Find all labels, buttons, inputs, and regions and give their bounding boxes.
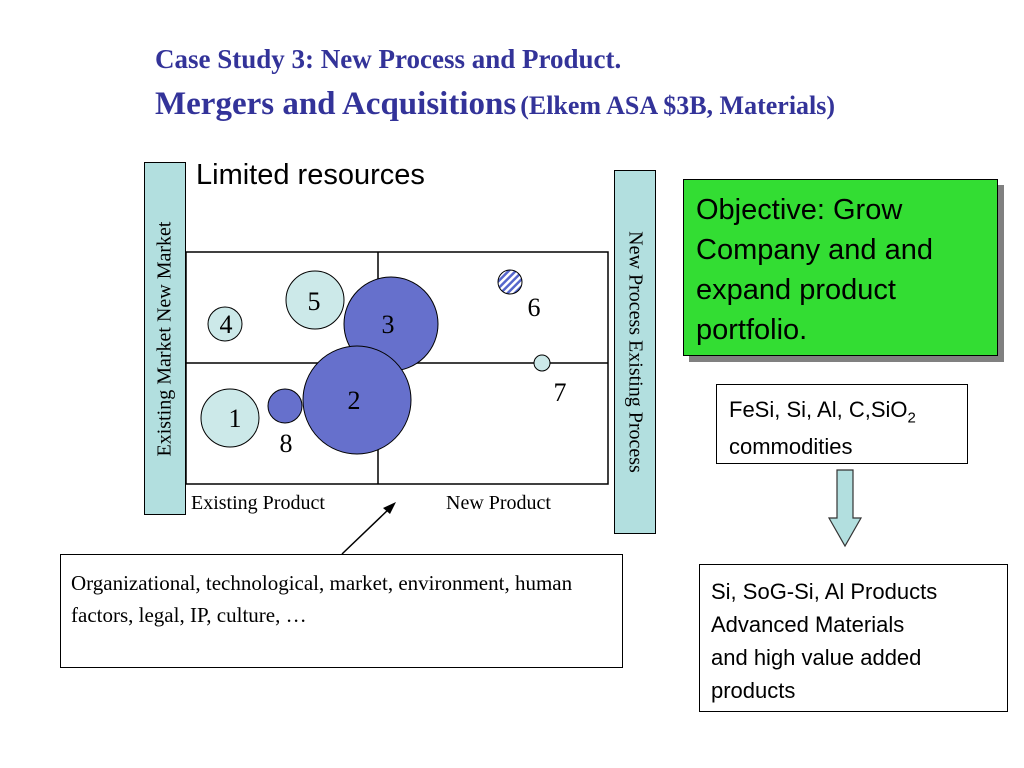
bubble-label-2: 2 xyxy=(348,386,361,415)
objective-text: Objective: Grow Company and and expand p… xyxy=(696,194,933,346)
products-line-1: Si, SoG-Si, Al Products xyxy=(711,579,938,604)
bubble-7 xyxy=(533,354,551,372)
products-line-4: products xyxy=(711,678,796,703)
bubble-1 xyxy=(200,388,260,448)
process-axis-panel: New Process Existing Process xyxy=(614,170,656,534)
down-arrow xyxy=(827,469,863,548)
bubble-8 xyxy=(267,388,303,424)
bubble-4 xyxy=(207,306,243,342)
commodities-subscript: 2 xyxy=(907,409,916,427)
commodities-suffix: commodities xyxy=(729,434,853,460)
title-main: Mergers and Acquisitions xyxy=(155,86,517,122)
title-line-1: Case Study 3: New Process and Product. xyxy=(155,44,622,74)
bubble-6 xyxy=(497,269,523,295)
title-sub: (Elkem ASA $3B, Materials) xyxy=(520,91,836,120)
factors-text: Organizational, technological, market, e… xyxy=(71,571,573,627)
products-box: Si, SoG-Si, Al Products Advanced Materia… xyxy=(699,564,1008,712)
matrix-frame xyxy=(185,251,609,485)
objective-box: Objective: Grow Company and and expand p… xyxy=(683,179,998,356)
title-line-2: Mergers and Acquisitions (Elkem ASA $3B,… xyxy=(155,86,835,123)
x-label-new-product: New Product xyxy=(446,492,551,514)
bubble-label-1: 1 xyxy=(229,404,242,433)
products-line-2: Advanced Materials xyxy=(711,612,905,637)
commodities-box: FeSi, Si, Al, C,SiO2 commodities xyxy=(716,384,968,464)
factors-box: Organizational, technological, market, e… xyxy=(60,554,623,668)
bubble-label-5: 5 xyxy=(308,287,321,316)
bubble-2 xyxy=(302,345,412,455)
factors-pointer-arrowhead xyxy=(383,502,396,514)
x-label-existing-product: Existing Product xyxy=(191,492,325,514)
bubble-label-6: 6 xyxy=(528,293,541,322)
bubble-5 xyxy=(285,270,345,330)
bubble-label-4: 4 xyxy=(220,310,233,339)
market-axis-panel: Existing Market New Market xyxy=(144,162,186,515)
bubble-label-3: 3 xyxy=(382,310,395,339)
commodities-prefix: FeSi, Si, Al, C,SiO xyxy=(729,397,908,422)
factors-pointer-line xyxy=(341,507,391,555)
bubble-label-7: 7 xyxy=(554,378,567,407)
bubble-label-8: 8 xyxy=(280,429,293,458)
products-line-3: and high value added xyxy=(711,645,922,670)
matrix-heading: Limited resources xyxy=(196,159,425,191)
